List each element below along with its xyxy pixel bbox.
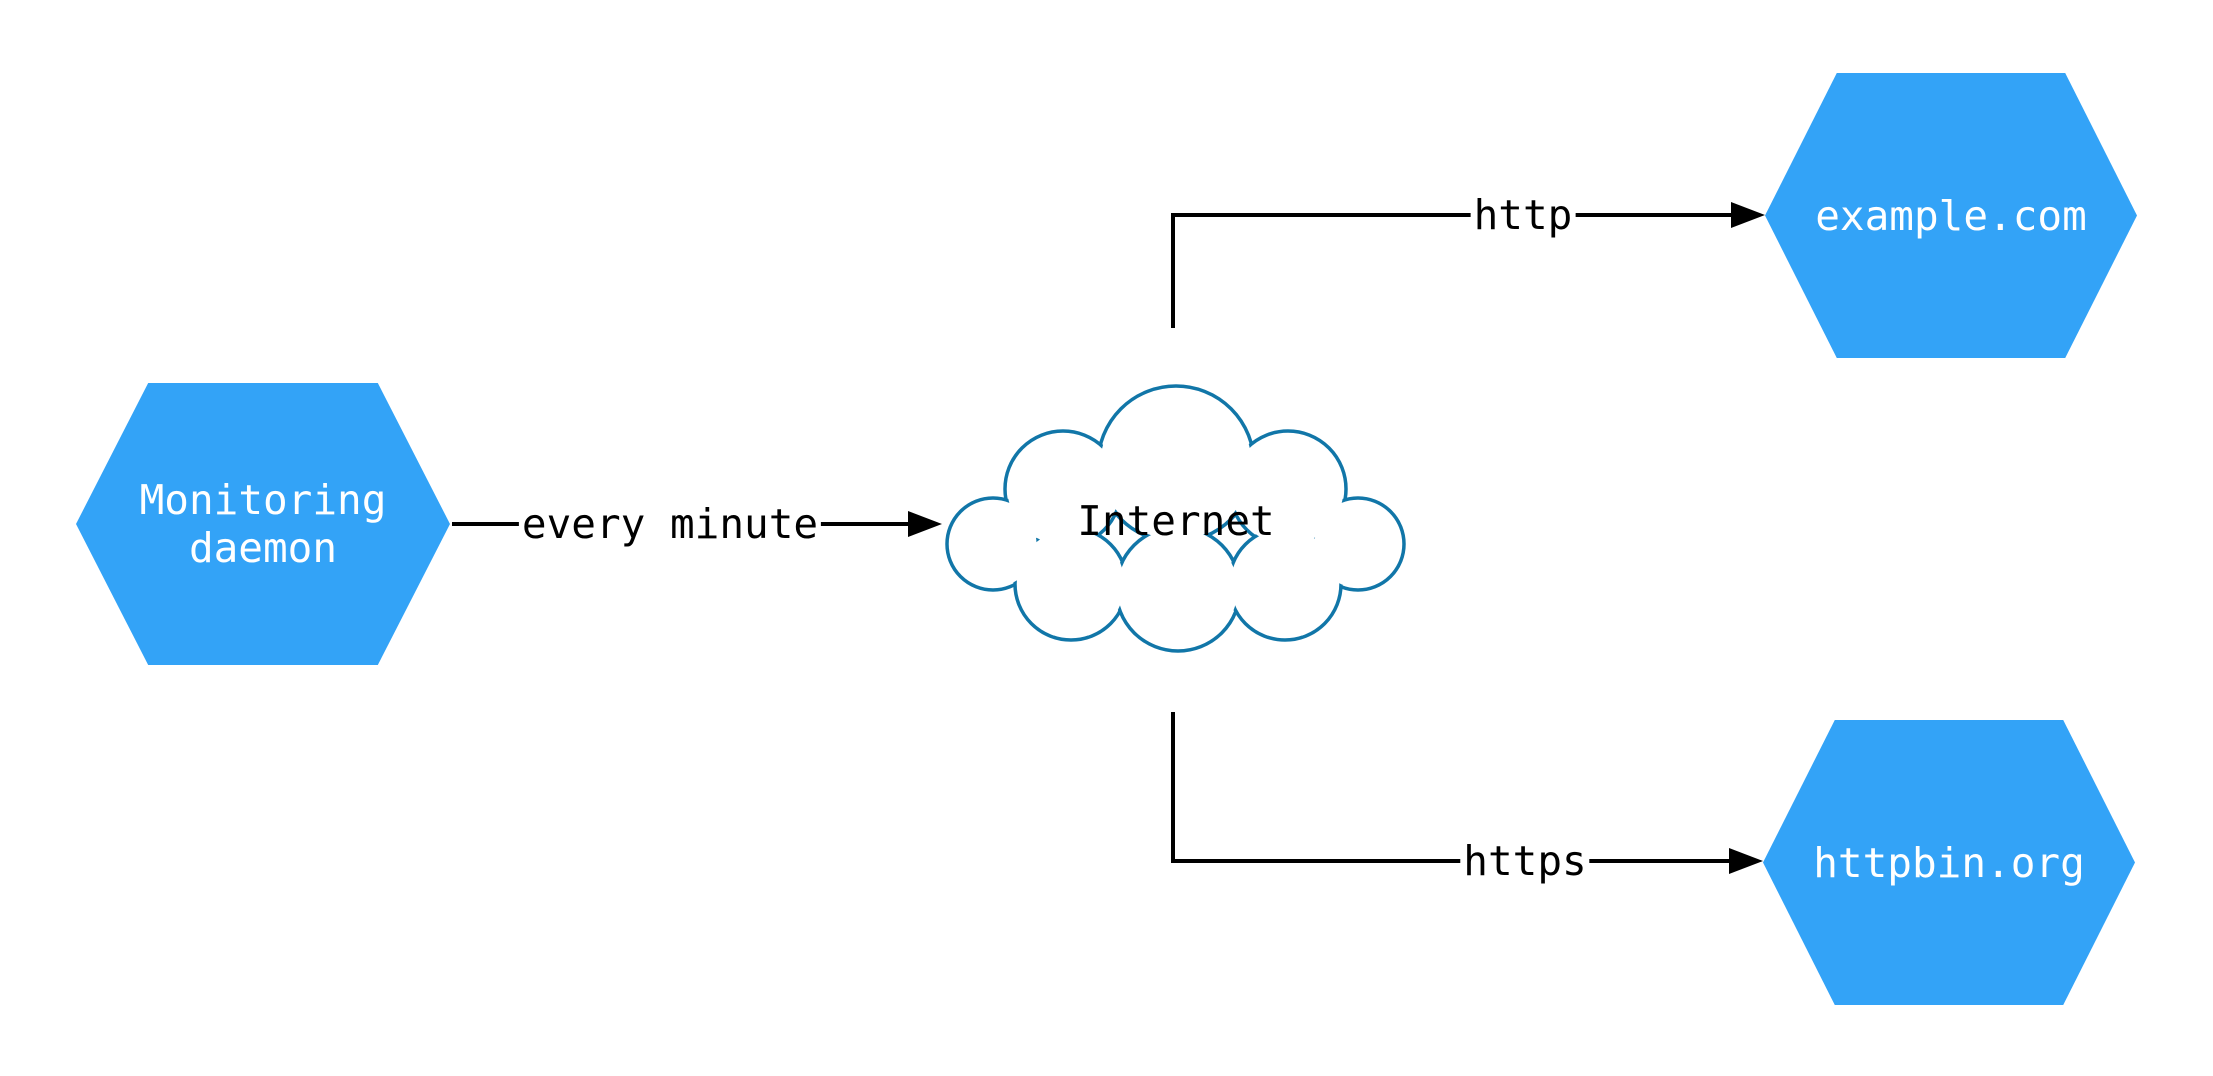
edge-http — [1171, 202, 1765, 328]
node-httpbin-org-label: httpbin.org — [1813, 838, 2085, 887]
node-monitoring-daemon-label: Monitoring daemon — [140, 476, 387, 572]
arrowhead-icon — [1729, 848, 1763, 874]
node-internet-label: Internet — [1077, 497, 1275, 545]
arrowhead-icon — [1731, 202, 1765, 228]
edge-label-https: https — [1460, 837, 1590, 885]
node-label-line-2: daemon — [188, 524, 338, 572]
node-example-com-label: example.com — [1815, 191, 2087, 240]
cloud-icon — [945, 384, 1406, 653]
arrowhead-icon — [908, 511, 942, 537]
node-monitoring-daemon: Monitoring daemon — [76, 383, 450, 665]
node-example-com: example.com — [1765, 73, 2137, 358]
node-httpbin-org: httpbin.org — [1763, 720, 2135, 1005]
edge-label-every-minute: every minute — [518, 500, 822, 548]
node-label-line-1: Monitoring — [139, 476, 387, 524]
edge-label-http: http — [1470, 191, 1576, 239]
